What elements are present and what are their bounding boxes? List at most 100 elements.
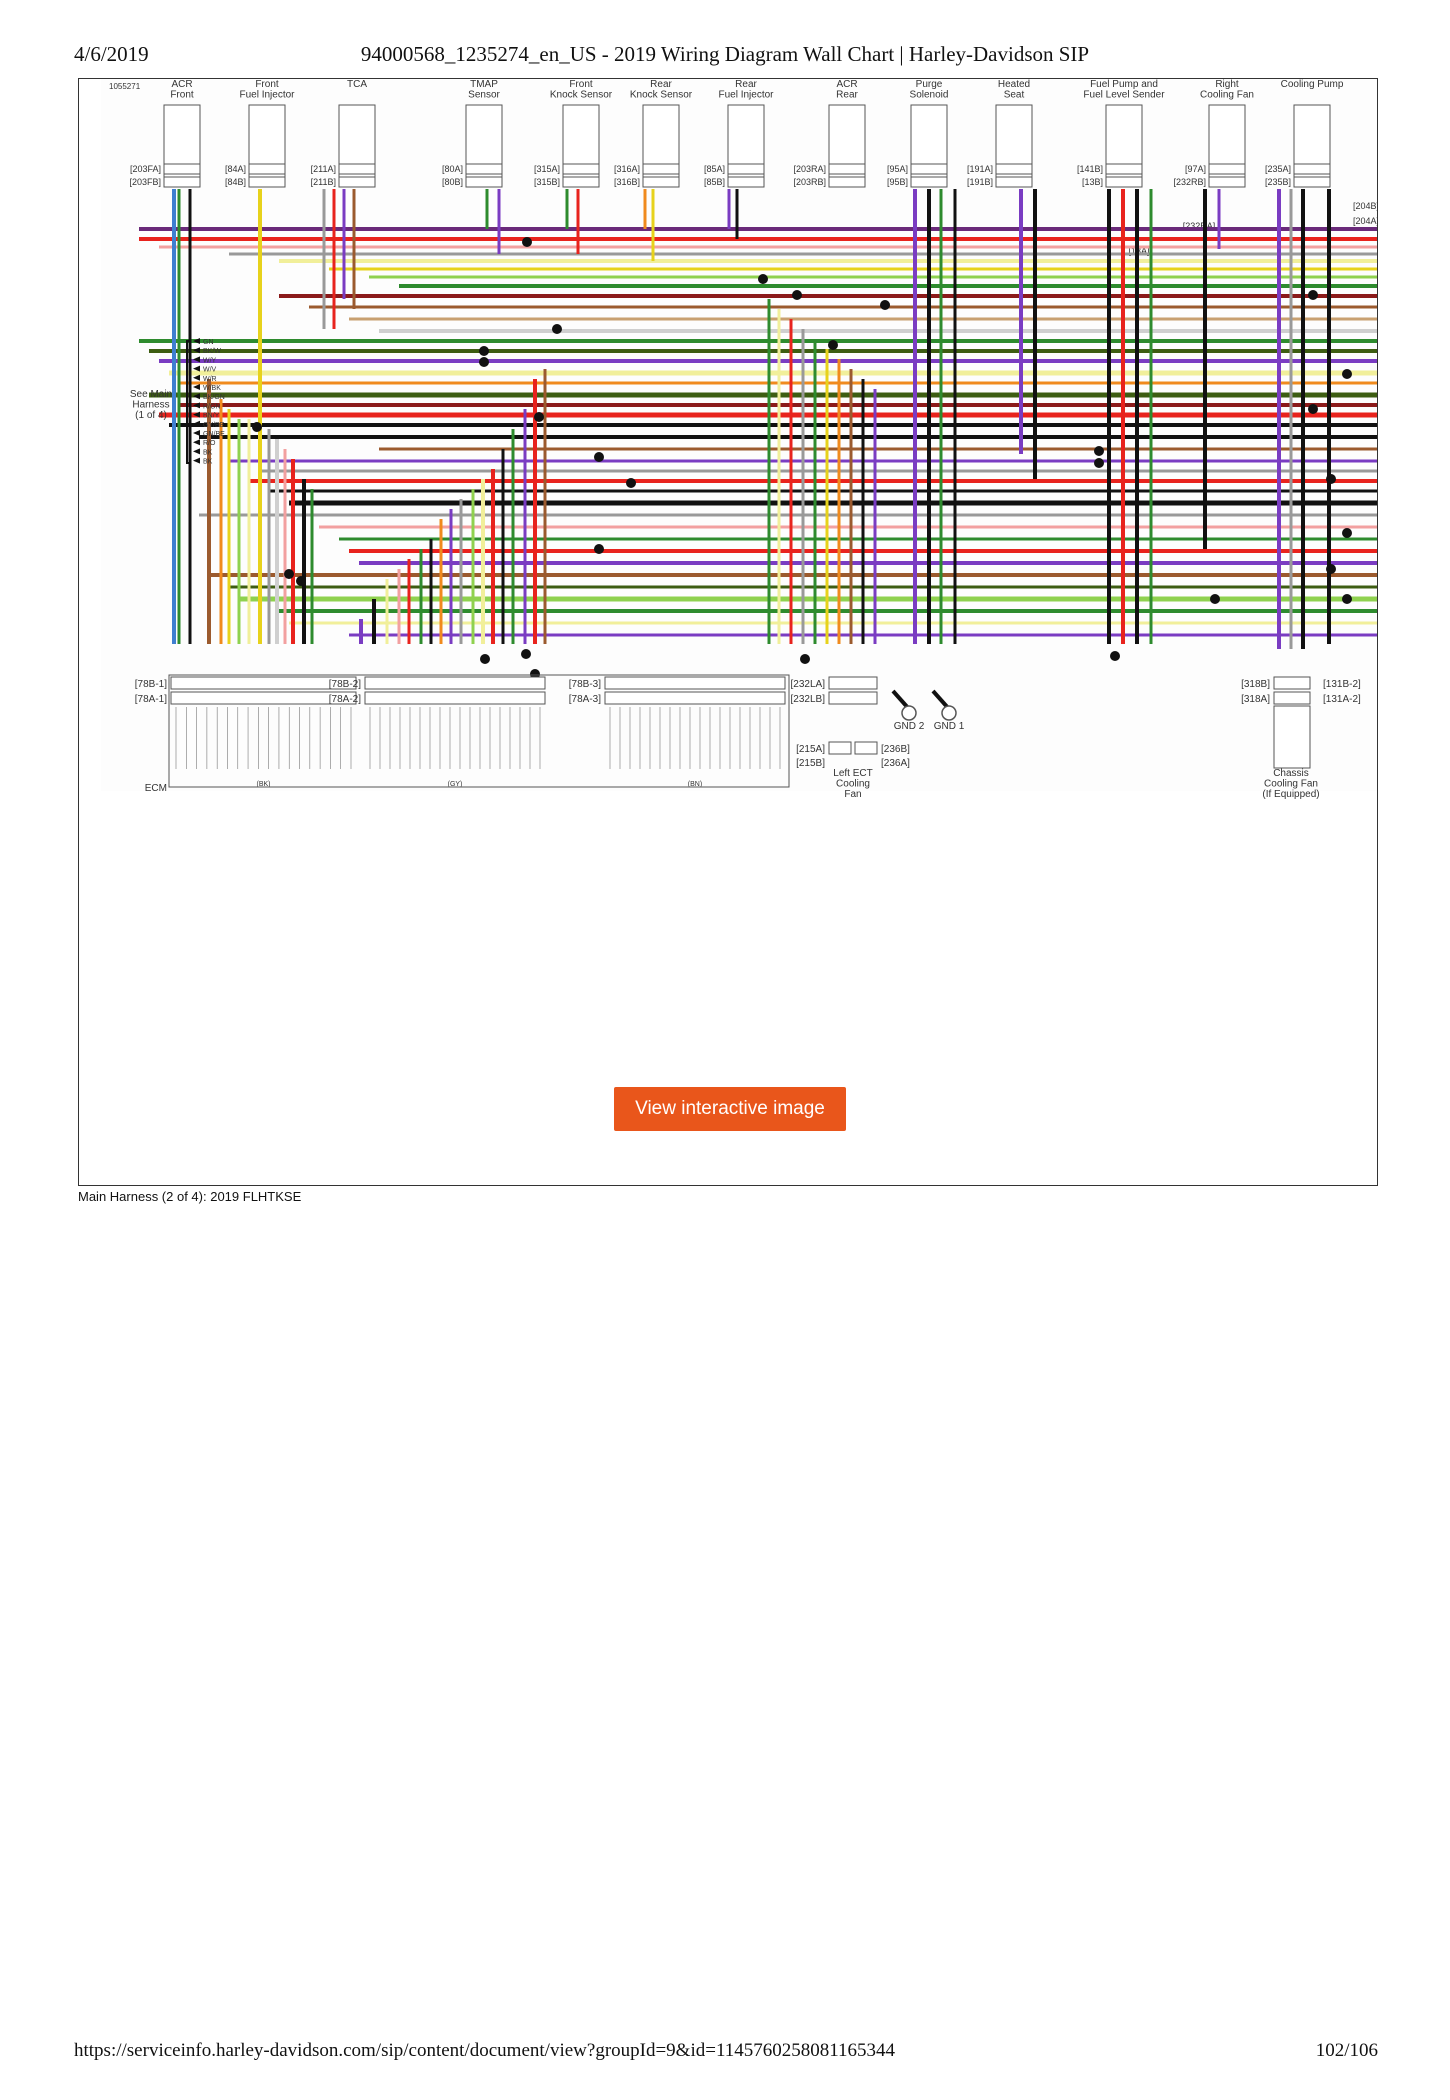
splice-dot bbox=[1308, 290, 1318, 300]
see-main-harness-label: Harness bbox=[132, 400, 169, 411]
component-label: Fuel Level Sender bbox=[1083, 90, 1165, 101]
splice-dot bbox=[552, 324, 562, 334]
diagram-ref-number: 1055271 bbox=[109, 82, 141, 91]
component-label: Rear bbox=[836, 90, 858, 101]
harness-wire-code: W/R bbox=[203, 376, 217, 383]
ecm-outline bbox=[168, 674, 790, 788]
left-fan-connector-c: [215A] bbox=[796, 744, 825, 755]
chassis-fan-label: (If Equipped) bbox=[1262, 789, 1319, 800]
left-fan-connector-b: [232LB] bbox=[791, 694, 826, 705]
connector-id-a: [85A] bbox=[704, 164, 725, 174]
ecm-connector-id-b: [78B-3] bbox=[569, 679, 601, 690]
splice-dot bbox=[800, 654, 810, 664]
connector-pins-a bbox=[1293, 163, 1331, 175]
connector-id-b: [203FB] bbox=[129, 177, 161, 187]
harness-bracket bbox=[186, 340, 191, 464]
component-label: TCA bbox=[347, 79, 367, 90]
splice-dot bbox=[792, 290, 802, 300]
view-interactive-image-button[interactable]: View interactive image bbox=[614, 1087, 846, 1131]
connector-id-b: [84B] bbox=[225, 177, 246, 187]
harness-wire-code: W/V bbox=[203, 367, 217, 374]
harness-arrow bbox=[193, 347, 200, 354]
ect-connector-b: [236B] bbox=[881, 744, 910, 755]
print-date: 4/6/2019 bbox=[74, 42, 149, 66]
ecm-connector-color: (BN) bbox=[688, 781, 702, 788]
harness-wire-code: GN bbox=[203, 339, 214, 346]
connector-pins-b bbox=[995, 176, 1033, 188]
connector-pins-b bbox=[248, 176, 286, 188]
connector-pins-a bbox=[338, 163, 376, 175]
splice-dot bbox=[296, 576, 306, 586]
connector-id-a: [95A] bbox=[887, 164, 908, 174]
connector-pins-b bbox=[163, 176, 201, 188]
see-main-harness-label: See Main bbox=[130, 389, 172, 400]
ground-eyelet bbox=[941, 705, 957, 721]
component-label: Fuel Injector bbox=[239, 90, 295, 101]
connector-id-a: [315A] bbox=[534, 164, 560, 174]
connector-id-b: [85B] bbox=[704, 177, 725, 187]
harness-arrow bbox=[193, 402, 200, 409]
connector-id-a: [211A] bbox=[311, 164, 336, 174]
ecm-connector-color: (BK) bbox=[257, 781, 271, 788]
connector-id-b: [13B] bbox=[1082, 177, 1103, 187]
connector-id-b: [95B] bbox=[887, 177, 908, 187]
component-label: Rear bbox=[735, 79, 757, 90]
connector-pins-a bbox=[163, 163, 201, 175]
left-fan-connector-d: [215B] bbox=[796, 758, 825, 769]
ecm-pin-row-a bbox=[604, 691, 786, 705]
connector-pins-b bbox=[465, 176, 503, 188]
left-fan-pins-a bbox=[828, 676, 878, 690]
splice-dot bbox=[480, 654, 490, 664]
splice-dot bbox=[626, 478, 636, 488]
connector-pins-b bbox=[727, 176, 765, 188]
harness-wire-code: BK/W bbox=[203, 348, 221, 355]
harness-wire-code: BK/GN bbox=[203, 394, 225, 401]
figure-caption: Main Harness (2 of 4): 2019 FLHTKSE bbox=[78, 1189, 302, 1204]
splice-dot bbox=[1342, 369, 1352, 379]
component-label: ACR bbox=[171, 79, 192, 90]
splice-dot bbox=[1210, 594, 1220, 604]
splice-dot bbox=[1094, 458, 1104, 468]
harness-arrow bbox=[193, 439, 200, 446]
splice-dot bbox=[880, 300, 890, 310]
left-fan-ect-label: Cooling bbox=[836, 779, 870, 790]
component-label: Fuel Injector bbox=[718, 90, 774, 101]
page-url[interactable]: https://serviceinfo.harley-davidson.com/… bbox=[74, 2040, 896, 2061]
chassis-fan-body bbox=[1273, 705, 1311, 769]
chassis-fan-connector-b: [318B] bbox=[1241, 679, 1270, 690]
chassis-fan-pins-a bbox=[1273, 691, 1311, 705]
harness-arrow bbox=[193, 411, 200, 418]
harness-wire-code: R/GN bbox=[203, 403, 221, 410]
splice-dot bbox=[1342, 594, 1352, 604]
component-label: Cooling Pump bbox=[1281, 79, 1344, 90]
ecm-label: ECM bbox=[145, 783, 167, 794]
harness-wire-code: W/BK bbox=[203, 385, 221, 392]
connector-pins-b bbox=[642, 176, 680, 188]
splice-dot bbox=[1308, 404, 1318, 414]
connector-pins-b bbox=[910, 176, 948, 188]
connector-pins-a bbox=[910, 163, 948, 175]
connector-id-b: [80B] bbox=[442, 177, 463, 187]
splice-dot bbox=[534, 412, 544, 422]
component-label: TMAP bbox=[470, 79, 498, 90]
connector-id-a: [84A] bbox=[225, 164, 246, 174]
harness-wire-code: GN/BE bbox=[203, 431, 225, 438]
harness-arrow bbox=[193, 338, 200, 344]
connector-id-b: [191B] bbox=[967, 177, 993, 187]
connector-id-b: [235B] bbox=[1265, 177, 1291, 187]
harness-arrow bbox=[193, 374, 200, 381]
ecm-connector-id-a: [78A-1] bbox=[135, 694, 167, 705]
harness-arrow bbox=[193, 448, 200, 455]
connector-id-a: [203RA] bbox=[793, 164, 826, 174]
chassis-fan-label: Chassis bbox=[1273, 768, 1309, 779]
ecm-pin-row-b bbox=[604, 676, 786, 690]
ecm-pin-row-a bbox=[364, 691, 546, 705]
connector-id-b: [315B] bbox=[534, 177, 560, 187]
connector-pins-a bbox=[1105, 163, 1143, 175]
chassis-fan-connector-a: [318A] bbox=[1241, 694, 1270, 705]
connector-pins-a bbox=[642, 163, 680, 175]
harness-wire-code: BN/Y bbox=[203, 413, 220, 420]
component-label: Seat bbox=[1004, 90, 1025, 101]
